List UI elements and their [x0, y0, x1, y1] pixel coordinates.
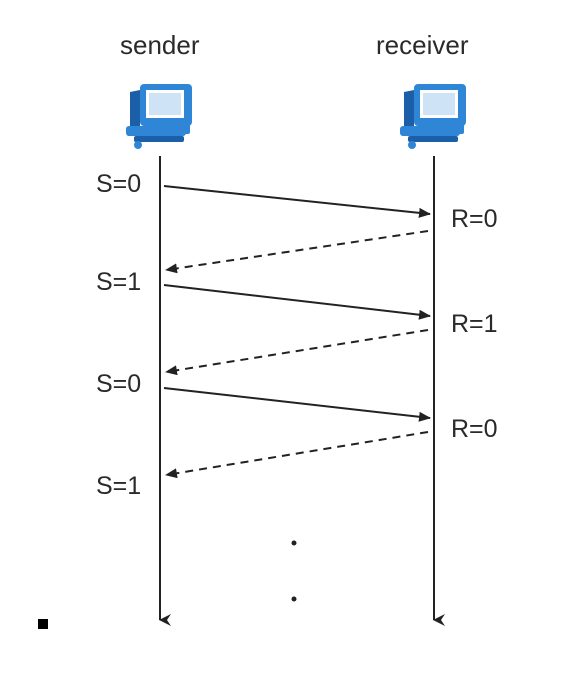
sender-state-label: S=1	[96, 268, 142, 296]
sender-label: sender	[120, 30, 200, 60]
continuation-dot	[291, 540, 297, 546]
ack-message-arrow	[165, 329, 429, 376]
receiver-state-label: R=1	[451, 310, 498, 338]
computer-icon	[400, 84, 466, 149]
sender-state-label: S=0	[96, 370, 142, 398]
sender-state-label: S=1	[96, 472, 142, 500]
computer-icon	[126, 84, 192, 149]
receiver-label: receiver	[376, 30, 469, 60]
data-message-arrow	[163, 284, 431, 320]
data-message-arrow	[163, 185, 431, 218]
bullet-marker	[38, 619, 48, 629]
sender-state-label: S=0	[96, 170, 142, 198]
data-message-arrow	[163, 387, 431, 422]
receiver-state-label: R=0	[451, 415, 498, 443]
continuation-dot	[291, 596, 297, 602]
ack-message-arrow	[165, 431, 429, 479]
receiver-state-label: R=0	[451, 205, 498, 233]
ack-message-arrow	[165, 230, 429, 274]
